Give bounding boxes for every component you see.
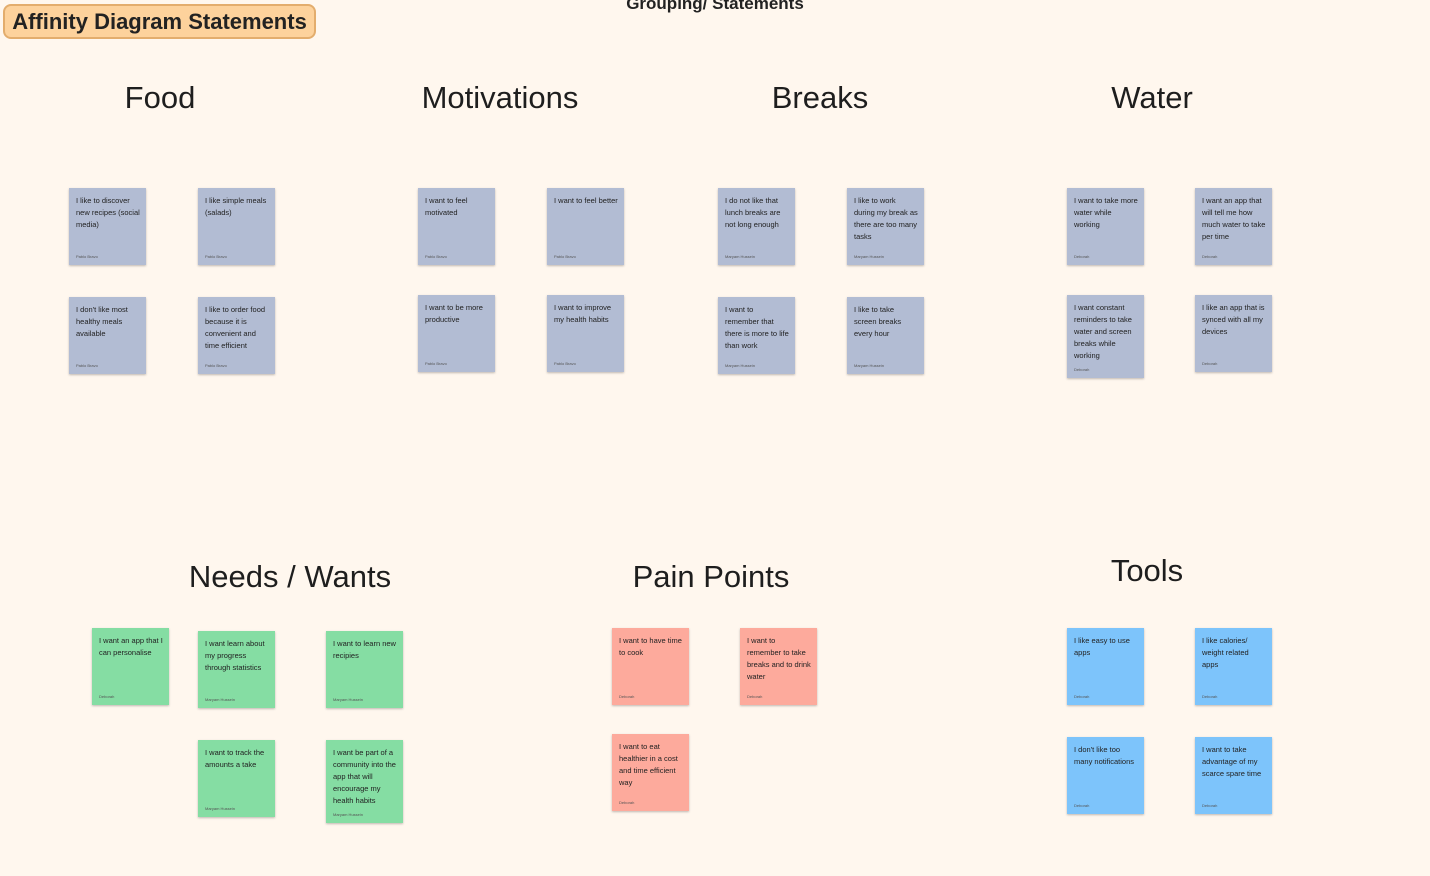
note-text: I want constant reminders to take water … xyxy=(1074,303,1132,360)
note-author: Pablo Bravo xyxy=(554,254,576,259)
note-author: Pablo Bravo xyxy=(554,361,576,366)
heading-needs-wants[interactable]: Needs / Wants xyxy=(188,559,392,594)
note-text: I want to take more water while working xyxy=(1074,196,1138,229)
frame-title: Grouping/ Statements xyxy=(626,0,804,13)
board-label[interactable]: Affinity Diagram Statements xyxy=(3,4,316,39)
note-author: Deborah xyxy=(99,694,115,699)
note-author: Pablo Bravo xyxy=(205,363,227,368)
note-text: I like an app that is synced with all my… xyxy=(1202,303,1265,336)
heading-food[interactable]: Food xyxy=(124,80,196,115)
note-text: I want an app that I can personalise xyxy=(99,636,163,657)
sticky-note-water-4[interactable]: I like an app that is synced with all my… xyxy=(1195,295,1272,372)
note-author: Maryam Hussein xyxy=(725,363,756,368)
note-text: I like to take screen breaks every hour xyxy=(854,305,902,338)
sticky-note-tools-4[interactable]: I want to take advantage of my scarce sp… xyxy=(1195,737,1272,814)
note-author: Deborah xyxy=(1202,803,1218,808)
note-text: I want to remember that there is more to… xyxy=(725,305,789,350)
note-text: I don't like too many notifications xyxy=(1074,745,1135,766)
note-text: I want to learn new recipies xyxy=(333,639,396,660)
note-author: Deborah xyxy=(619,800,635,805)
sticky-note-breaks-2[interactable]: I like to work during my break as there … xyxy=(847,188,924,265)
note-author: Maryam Hussein xyxy=(333,697,364,702)
note-text: I like to discover new recipes (social m… xyxy=(76,196,140,229)
note-text: I want to be more productive xyxy=(425,303,483,324)
note-author: Pablo Bravo xyxy=(76,363,98,368)
note-text: I want to have time to cook xyxy=(619,636,682,657)
note-text: I do not like that lunch breaks are not … xyxy=(725,196,781,229)
heading-motivations[interactable]: Motivations xyxy=(421,80,579,115)
note-author: Maryam Hussein xyxy=(205,697,236,702)
sticky-note-water-3[interactable]: I want constant reminders to take water … xyxy=(1067,295,1144,378)
note-author: Deborah xyxy=(1202,694,1218,699)
note-author: Pablo Bravo xyxy=(76,254,98,259)
note-text: I want to feel better xyxy=(554,196,618,205)
heading-breaks[interactable]: Breaks xyxy=(771,80,869,115)
note-author: Deborah xyxy=(1074,803,1090,808)
sticky-note-food-4[interactable]: I like to order food because it is conve… xyxy=(198,297,275,374)
note-text: I like to order food because it is conve… xyxy=(205,305,266,350)
note-text: I want an app that will tell me how much… xyxy=(1202,196,1266,241)
note-author: Deborah xyxy=(1074,254,1090,259)
note-author: Deborah xyxy=(1202,361,1218,366)
heading-pain-points[interactable]: Pain Points xyxy=(632,559,790,594)
note-text: I want to feel motivated xyxy=(425,196,468,217)
note-text: I like simple meals (salads) xyxy=(205,196,267,217)
note-author: Deborah xyxy=(619,694,635,699)
sticky-note-pain-2[interactable]: I want to remember to take breaks and to… xyxy=(740,628,817,705)
note-text: I want be part of a community into the a… xyxy=(333,748,396,805)
note-author: Pablo Bravo xyxy=(425,254,447,259)
note-text: I want learn about my progress through s… xyxy=(205,639,265,672)
note-author: Deborah xyxy=(1202,254,1218,259)
note-text: I like easy to use apps xyxy=(1074,636,1130,657)
sticky-note-breaks-1[interactable]: I do not like that lunch breaks are not … xyxy=(718,188,795,265)
sticky-note-food-3[interactable]: I don't like most healthy meals availabl… xyxy=(69,297,146,374)
note-author: Maryam Hussein xyxy=(854,363,885,368)
note-text: I want to track the amounts a take xyxy=(205,748,265,769)
note-author: Maryam Hussein xyxy=(205,806,236,811)
sticky-note-pain-3[interactable]: I want to eat healthier in a cost and ti… xyxy=(612,734,689,811)
sticky-note-breaks-3[interactable]: I want to remember that there is more to… xyxy=(718,297,795,374)
note-text: I want to remember to take breaks and to… xyxy=(747,636,811,681)
heading-water[interactable]: Water xyxy=(1111,80,1193,115)
note-text: I want to improve my health habits xyxy=(554,303,612,324)
note-author: Maryam Hussein xyxy=(854,254,885,259)
note-author: Maryam Hussein xyxy=(725,254,756,259)
note-author: Deborah xyxy=(1074,367,1090,372)
note-text: I like calories/ weight related apps xyxy=(1202,636,1249,669)
note-text: I don't like most healthy meals availabl… xyxy=(76,305,128,338)
sticky-note-food-1[interactable]: I like to discover new recipes (social m… xyxy=(69,188,146,265)
note-author: Deborah xyxy=(1074,694,1090,699)
note-text: I like to work during my break as there … xyxy=(854,196,918,241)
note-author: Maryam Hussein xyxy=(333,812,364,817)
note-author: Pablo Bravo xyxy=(425,361,447,366)
heading-tools[interactable]: Tools xyxy=(1110,553,1184,588)
sticky-note-needs-2[interactable]: I want learn about my progress through s… xyxy=(198,631,275,708)
note-text: I want to eat healthier in a cost and ti… xyxy=(619,742,678,787)
note-author: Deborah xyxy=(747,694,763,699)
note-text: I want to take advantage of my scarce sp… xyxy=(1202,745,1262,778)
sticky-note-needs-5[interactable]: I want be part of a community into the a… xyxy=(326,740,403,823)
note-author: Pablo Bravo xyxy=(205,254,227,259)
sticky-note-food-2[interactable]: I like simple meals (salads) Pablo Bravo xyxy=(198,188,275,265)
sticky-note-water-2[interactable]: I want an app that will tell me how much… xyxy=(1195,188,1272,265)
